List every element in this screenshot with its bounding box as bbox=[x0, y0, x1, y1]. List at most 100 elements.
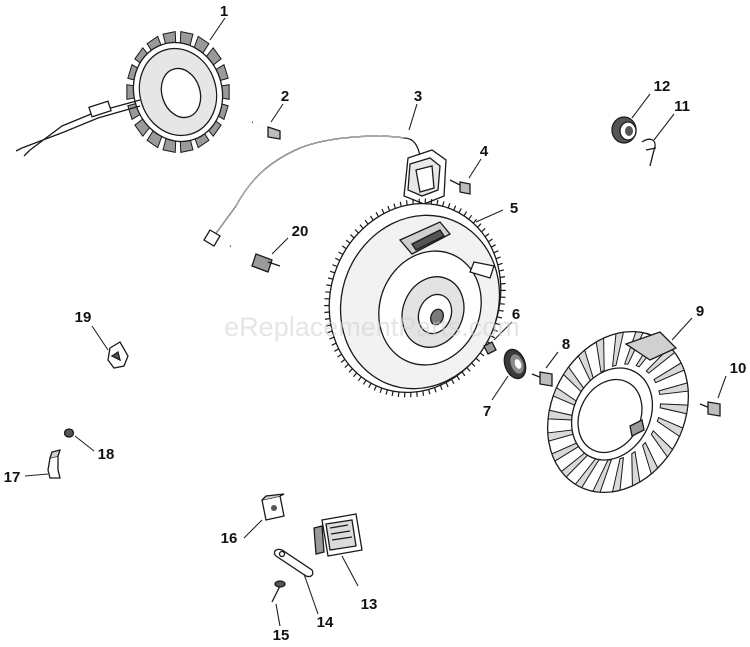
callout-2: 2 bbox=[281, 88, 289, 105]
gear-tooth bbox=[391, 390, 394, 397]
gear-tooth bbox=[344, 363, 349, 369]
leader-12 bbox=[631, 93, 651, 119]
fan-fin bbox=[642, 441, 659, 475]
gear-tooth bbox=[331, 342, 337, 346]
leader-16 bbox=[243, 519, 263, 539]
gear-tooth bbox=[375, 212, 380, 217]
gear-tooth bbox=[499, 276, 506, 279]
bracket-part-17 bbox=[47, 449, 61, 479]
gear-tooth bbox=[492, 328, 498, 332]
gear-tooth bbox=[397, 391, 400, 397]
leader-2 bbox=[270, 103, 284, 123]
gear-tooth bbox=[381, 208, 385, 214]
gear-tooth bbox=[368, 382, 372, 388]
fan-fin bbox=[650, 429, 674, 458]
callout-18: 18 bbox=[98, 446, 115, 463]
washer-part-7 bbox=[503, 348, 527, 380]
gear-tooth bbox=[495, 256, 501, 260]
gear-tooth bbox=[488, 238, 493, 243]
leader-14 bbox=[303, 573, 319, 615]
leader-10 bbox=[717, 375, 727, 399]
gear-tooth bbox=[445, 382, 449, 388]
gear-tooth bbox=[495, 322, 501, 326]
bolt-part-2 bbox=[251, 120, 281, 140]
callout-20: 20 bbox=[292, 223, 309, 240]
callout-7: 7 bbox=[483, 403, 491, 420]
callout-15: 15 bbox=[273, 627, 290, 644]
flywheel-part-5 bbox=[324, 198, 506, 398]
leader-4 bbox=[468, 158, 482, 179]
fan-fin bbox=[595, 337, 605, 374]
callout-12: 12 bbox=[654, 78, 671, 95]
screw-part-10 bbox=[699, 401, 721, 417]
gear-tooth bbox=[498, 269, 505, 272]
gear-tooth bbox=[325, 324, 332, 327]
leader-7 bbox=[491, 375, 509, 401]
fan-fin bbox=[631, 450, 641, 487]
gear-tooth bbox=[341, 245, 347, 250]
gear-tooth bbox=[326, 284, 332, 287]
gear-tooth bbox=[349, 234, 355, 239]
callout-11: 11 bbox=[674, 98, 690, 115]
gear-tooth bbox=[484, 233, 490, 238]
gear-tooth bbox=[353, 372, 358, 378]
regulator-part-13 bbox=[313, 513, 363, 557]
gear-tooth bbox=[325, 291, 331, 293]
gear-tooth bbox=[498, 309, 504, 312]
bracket-part-14 bbox=[273, 548, 314, 578]
gear-tooth bbox=[468, 214, 473, 220]
spark-plug-part-20 bbox=[229, 244, 281, 273]
stator-part-1 bbox=[15, 31, 230, 157]
leader-18 bbox=[74, 435, 95, 452]
gear-tooth bbox=[471, 362, 476, 367]
gear-tooth bbox=[499, 303, 505, 305]
callout-5: 5 bbox=[510, 200, 518, 217]
nut-part-18 bbox=[63, 428, 75, 438]
gear-tooth bbox=[359, 224, 364, 229]
callout-10: 10 bbox=[730, 360, 747, 377]
leader-6 bbox=[493, 321, 513, 341]
gear-tooth bbox=[496, 316, 503, 319]
callout-13: 13 bbox=[361, 596, 378, 613]
gear-tooth bbox=[447, 202, 451, 209]
callout-16: 16 bbox=[221, 530, 238, 547]
leader-20 bbox=[271, 237, 289, 255]
leader-11 bbox=[653, 113, 675, 141]
callout-9: 9 bbox=[696, 303, 704, 320]
gear-tooth bbox=[434, 387, 437, 393]
screw-part-8 bbox=[531, 371, 553, 387]
fan-fin bbox=[612, 331, 625, 367]
leader-15 bbox=[275, 603, 281, 627]
gear-tooth bbox=[335, 257, 341, 261]
fan-fin bbox=[653, 362, 685, 384]
gear-tooth bbox=[338, 251, 344, 256]
leader-17 bbox=[24, 473, 49, 477]
clip-part-11 bbox=[641, 138, 657, 167]
gear-tooth bbox=[436, 199, 439, 206]
leader-3 bbox=[408, 103, 418, 131]
gear-tooth bbox=[327, 277, 334, 280]
gear-tooth bbox=[327, 330, 333, 334]
gear-tooth bbox=[456, 375, 461, 381]
leader-5 bbox=[475, 209, 504, 223]
gear-tooth bbox=[430, 199, 433, 205]
callout-8: 8 bbox=[562, 336, 570, 353]
gear-tooth bbox=[405, 200, 408, 206]
gear-tooth bbox=[453, 205, 457, 211]
gear-tooth bbox=[490, 244, 496, 248]
gear-tooth bbox=[461, 371, 466, 377]
gear-tooth bbox=[463, 211, 468, 217]
gear-tooth bbox=[369, 215, 374, 221]
callout-1: 1 bbox=[220, 3, 228, 20]
gear-tooth bbox=[357, 376, 362, 382]
gear-tooth bbox=[422, 390, 425, 396]
gear-tooth bbox=[442, 201, 445, 207]
gear-tooth bbox=[428, 389, 431, 395]
gear-tooth bbox=[458, 208, 462, 214]
fan-fin bbox=[658, 382, 689, 396]
gear-tooth bbox=[332, 264, 338, 268]
gear-tooth bbox=[493, 250, 499, 254]
callout-14: 14 bbox=[317, 614, 334, 631]
gear-tooth bbox=[472, 218, 477, 224]
gear-tooth bbox=[500, 282, 506, 285]
